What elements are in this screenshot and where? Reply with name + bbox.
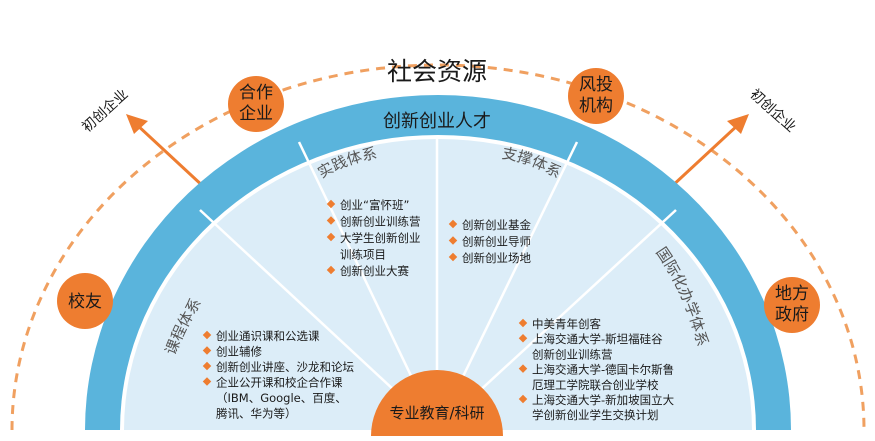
core-education-label: 专业教育/科研: [389, 404, 484, 422]
list-item: 上海交通大学-斯坦福硅谷: [532, 332, 663, 346]
bullet-icon: [326, 216, 336, 225]
list-item: 大学生创新创业: [340, 231, 421, 245]
bullet-icon: [448, 236, 458, 245]
bullet-icon: [202, 361, 212, 371]
list-item: 中美青年创客: [532, 317, 601, 331]
svg-text:政府: 政府: [775, 305, 809, 325]
list-item: 创新创业训练营: [340, 215, 421, 229]
bullet-icon: [448, 252, 458, 262]
svg-text:企业: 企业: [239, 104, 273, 124]
list-item: 创新创业大赛: [340, 264, 409, 278]
right-startup-arrow: [668, 114, 749, 190]
list-item: 创新创业场地: [462, 251, 531, 265]
list-item: 上海交通大学-德国卡尔斯鲁: [532, 363, 674, 377]
local-government-node: 地方 政府: [764, 277, 820, 333]
title: 社会资源: [387, 57, 487, 86]
venture-capital-node: 风投 机构: [568, 68, 624, 124]
list-item: 腾讯、华为等）: [216, 407, 297, 421]
bullet-icon: [202, 377, 212, 386]
left-arrow-label: 初创企业: [78, 86, 131, 136]
bullet-icon: [518, 394, 528, 404]
list-item: 企业公开课和校企合作课: [216, 376, 343, 390]
outer-dashed-ring: [10, 63, 866, 431]
bullet-icon: [518, 333, 528, 343]
svg-text:风投: 风投: [579, 75, 613, 95]
international-items-list: 中美青年创客上海交通大学-斯坦福硅谷创新创业训练营上海交通大学-德国卡尔斯鲁厄理…: [518, 317, 675, 422]
list-item: 创新创业导师: [462, 235, 531, 249]
course-items-list: 创业通识课和公选课创业辅修创新创业讲座、沙龙和论坛企业公开课和校企合作课（IBM…: [202, 329, 354, 421]
list-item: 厄理工学院联合创业学校: [532, 378, 659, 392]
list-item: 创业通识课和公选课: [216, 329, 320, 343]
core-education-semicircle: [371, 370, 503, 436]
list-item: 训练项目: [340, 248, 386, 262]
list-item: 创业辅修: [216, 345, 262, 359]
talent-arc-label: 创新创业人才: [383, 111, 491, 132]
bullet-icon: [202, 330, 212, 340]
bullet-icon: [448, 219, 458, 229]
left-startup-arrow: [126, 114, 207, 190]
svg-text:机构: 机构: [579, 96, 613, 116]
list-item: 上海交通大学-新加坡国立大: [532, 393, 675, 407]
list-item: 创业“富怀班”: [340, 198, 409, 212]
bullet-icon: [518, 364, 528, 373]
partner-enterprise-node: 合作 企业: [228, 76, 284, 132]
list-item: （IBM、Google、百度、: [216, 391, 347, 405]
bullet-icon: [326, 265, 336, 275]
list-item: 创新创业基金: [462, 218, 531, 232]
bullet-icon: [326, 199, 336, 209]
list-item: 创新创业讲座、沙龙和论坛: [216, 360, 354, 374]
alumni-node: 校友: [57, 273, 113, 329]
list-item: 学创新创业学生交换计划: [532, 408, 659, 422]
svg-text:地方: 地方: [775, 284, 809, 304]
svg-text:校友: 校友: [68, 292, 102, 312]
bullet-icon: [202, 346, 212, 355]
list-item: 创新创业训练营: [532, 347, 613, 361]
right-arrow-label: 初创企业: [747, 86, 800, 136]
svg-text:合作: 合作: [239, 83, 273, 103]
bullet-icon: [518, 318, 528, 328]
bullet-icon: [326, 232, 336, 242]
